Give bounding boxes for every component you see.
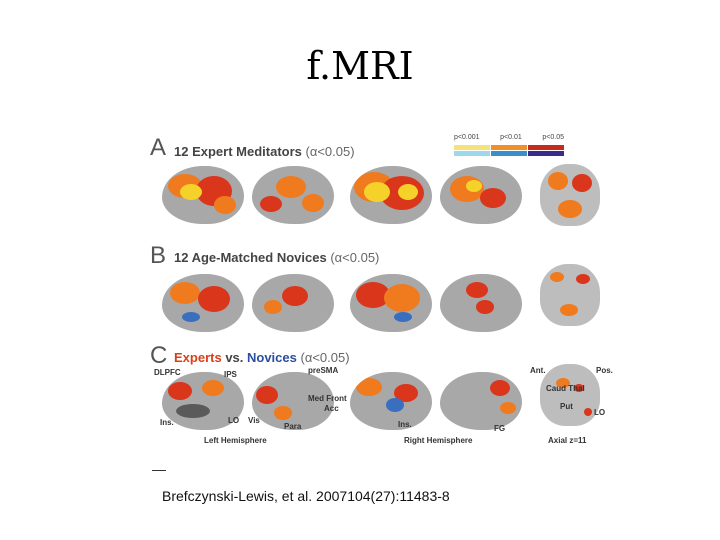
label-axial: Axial z=11 bbox=[548, 436, 587, 445]
legend-swatch-warm-2 bbox=[491, 145, 527, 150]
brain-c-axial bbox=[540, 364, 600, 426]
legend-swatch-warm-1 bbox=[454, 145, 490, 150]
annotation-presma: preSMA bbox=[308, 366, 339, 375]
annotation-ips: IPS bbox=[224, 370, 237, 379]
panel-title-c-vs: vs. bbox=[221, 350, 247, 365]
annotation-dlpfc: DLPFC bbox=[154, 368, 181, 377]
panel-title-a: 12 Expert Meditators (α<0.05) bbox=[174, 144, 355, 159]
label-right-hemisphere: Right Hemisphere bbox=[404, 436, 473, 445]
brain-b-axial bbox=[540, 264, 600, 326]
legend-swatch-cool-1 bbox=[454, 151, 490, 156]
annotation-ins-left: Ins. bbox=[160, 418, 174, 427]
legend-labels: p<0.001 p<0.01 p<0.05 bbox=[454, 134, 564, 141]
brain-b-1 bbox=[162, 274, 244, 332]
panel-title-a-text: 12 Expert Meditators bbox=[174, 144, 302, 159]
panel-title-c: Experts vs. Novices (α<0.05) bbox=[174, 350, 350, 365]
legend-swatch-cool-3 bbox=[528, 151, 564, 156]
divider-line bbox=[152, 470, 166, 471]
panel-title-c-experts: Experts bbox=[174, 350, 222, 365]
panel-title-c-novices: Novices bbox=[247, 350, 297, 365]
panel-alpha-b: (α<0.05) bbox=[330, 250, 380, 265]
panel-alpha-a: (α<0.05) bbox=[305, 144, 355, 159]
legend-label-3: p<0.05 bbox=[542, 134, 564, 141]
brain-b-4 bbox=[440, 274, 522, 332]
brain-a-1 bbox=[162, 166, 244, 224]
brain-c-4 bbox=[440, 372, 522, 430]
annotation-med-front: Med Front bbox=[308, 394, 347, 403]
legend-swatch-warm-3 bbox=[528, 145, 564, 150]
brain-a-axial bbox=[540, 164, 600, 226]
citation-caption: Brefczynski-Lewis, et al. 2007104(27):11… bbox=[162, 488, 450, 504]
annotation-lo-left: LO bbox=[228, 416, 240, 425]
annotation-ins-right: Ins. bbox=[398, 420, 412, 429]
panel-alpha-c: (α<0.05) bbox=[300, 350, 350, 365]
annotation-fg: FG bbox=[494, 424, 506, 433]
brain-c-1 bbox=[162, 372, 244, 430]
brain-b-3 bbox=[350, 274, 432, 332]
annotation-acc: Acc bbox=[324, 404, 339, 413]
legend-swatch-cool-2 bbox=[491, 151, 527, 156]
annotation-put: Put bbox=[560, 402, 573, 411]
panel-letter-c: C bbox=[150, 342, 168, 369]
panel-letter-a: A bbox=[150, 134, 167, 161]
brain-a-3 bbox=[350, 166, 432, 224]
label-left-hemisphere: Left Hemisphere bbox=[204, 436, 267, 445]
significance-legend: p<0.001 p<0.01 p<0.05 bbox=[454, 134, 564, 160]
legend-label-2: p<0.01 bbox=[500, 134, 522, 141]
panel-title-b-text: 12 Age-Matched Novices bbox=[174, 250, 327, 265]
brain-a-2 bbox=[252, 166, 334, 224]
annotation-lo-right: LO bbox=[594, 408, 606, 417]
brain-a-4 bbox=[440, 166, 522, 224]
annotation-vis: Vis bbox=[248, 416, 260, 425]
annotation-caud-thal: Caud Thal bbox=[546, 384, 585, 393]
brain-c-3 bbox=[350, 372, 432, 430]
panel-title-b: 12 Age-Matched Novices (α<0.05) bbox=[174, 250, 379, 265]
legend-label-1: p<0.001 bbox=[454, 134, 480, 141]
annotation-pos: Pos. bbox=[596, 366, 613, 375]
annotation-para: Para bbox=[284, 422, 302, 431]
panel-letter-b: B bbox=[150, 242, 167, 269]
brain-c-2 bbox=[252, 372, 334, 430]
slide-title: f.MRI bbox=[306, 44, 414, 88]
brain-b-2 bbox=[252, 274, 334, 332]
annotation-ant: Ant. bbox=[530, 366, 546, 375]
fmri-figure: A 12 Expert Meditators (α<0.05) p<0.001 … bbox=[148, 128, 624, 476]
